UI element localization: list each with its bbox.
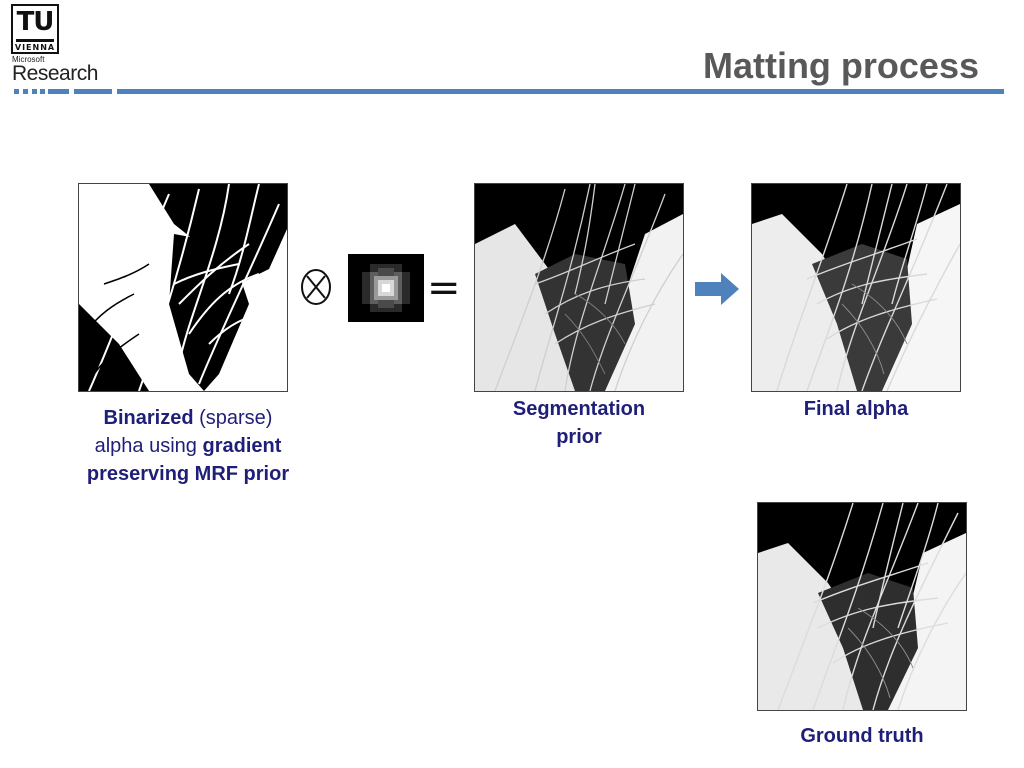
header-rule-dash [74, 89, 112, 94]
final-alpha-caption: Final alpha [803, 398, 909, 420]
binarized-alpha-image [78, 183, 288, 392]
final-alpha-image [751, 183, 961, 392]
header-rule-dash [23, 89, 28, 94]
binarized-caption-line1: Binarized (sparse) [60, 404, 316, 432]
logo-bar [16, 39, 54, 42]
binarized-caption-plain1: (sparse) [193, 407, 273, 429]
segmentation-prior-image [474, 183, 684, 392]
header-rule [117, 89, 1004, 94]
research-label: Research [12, 62, 98, 85]
header-rule-dash [14, 89, 19, 94]
segmentation-caption-line2: prior [556, 426, 602, 448]
binarized-caption-line3: preserving MRF prior [60, 460, 316, 488]
binarized-caption-bold2: gradient [202, 435, 282, 457]
binarized-caption-bold1: Binarized [103, 407, 194, 429]
tu-vienna-logo: TU VIENNA [11, 4, 59, 54]
segmentation-caption-line1: Segmentation [512, 398, 646, 420]
binarized-caption-line2: alpha using gradient [60, 432, 316, 460]
logo-vienna-text: VIENNA [14, 43, 56, 52]
right-arrow-icon [695, 273, 739, 305]
microsoft-label: Microsoft [12, 55, 45, 64]
gaussian-kernel-icon [348, 254, 424, 322]
header-rule-dash [40, 89, 45, 94]
equals-operator: = [427, 265, 461, 311]
binarized-caption: Binarized (sparse) alpha using gradient … [60, 404, 316, 488]
page-title: Matting process [702, 45, 979, 86]
convolution-operator-icon [301, 269, 331, 305]
ground-truth-image [757, 502, 967, 711]
binarized-caption-plain2: alpha using [94, 435, 203, 457]
logo-tu-text: TU [16, 7, 55, 37]
ground-truth-caption: Ground truth [800, 725, 924, 747]
segmentation-caption: Segmentation prior [479, 395, 679, 451]
binarized-caption-bold3: preserving MRF prior [86, 463, 290, 485]
header-rule-dash [48, 89, 69, 94]
header-rule-dash [32, 89, 37, 94]
